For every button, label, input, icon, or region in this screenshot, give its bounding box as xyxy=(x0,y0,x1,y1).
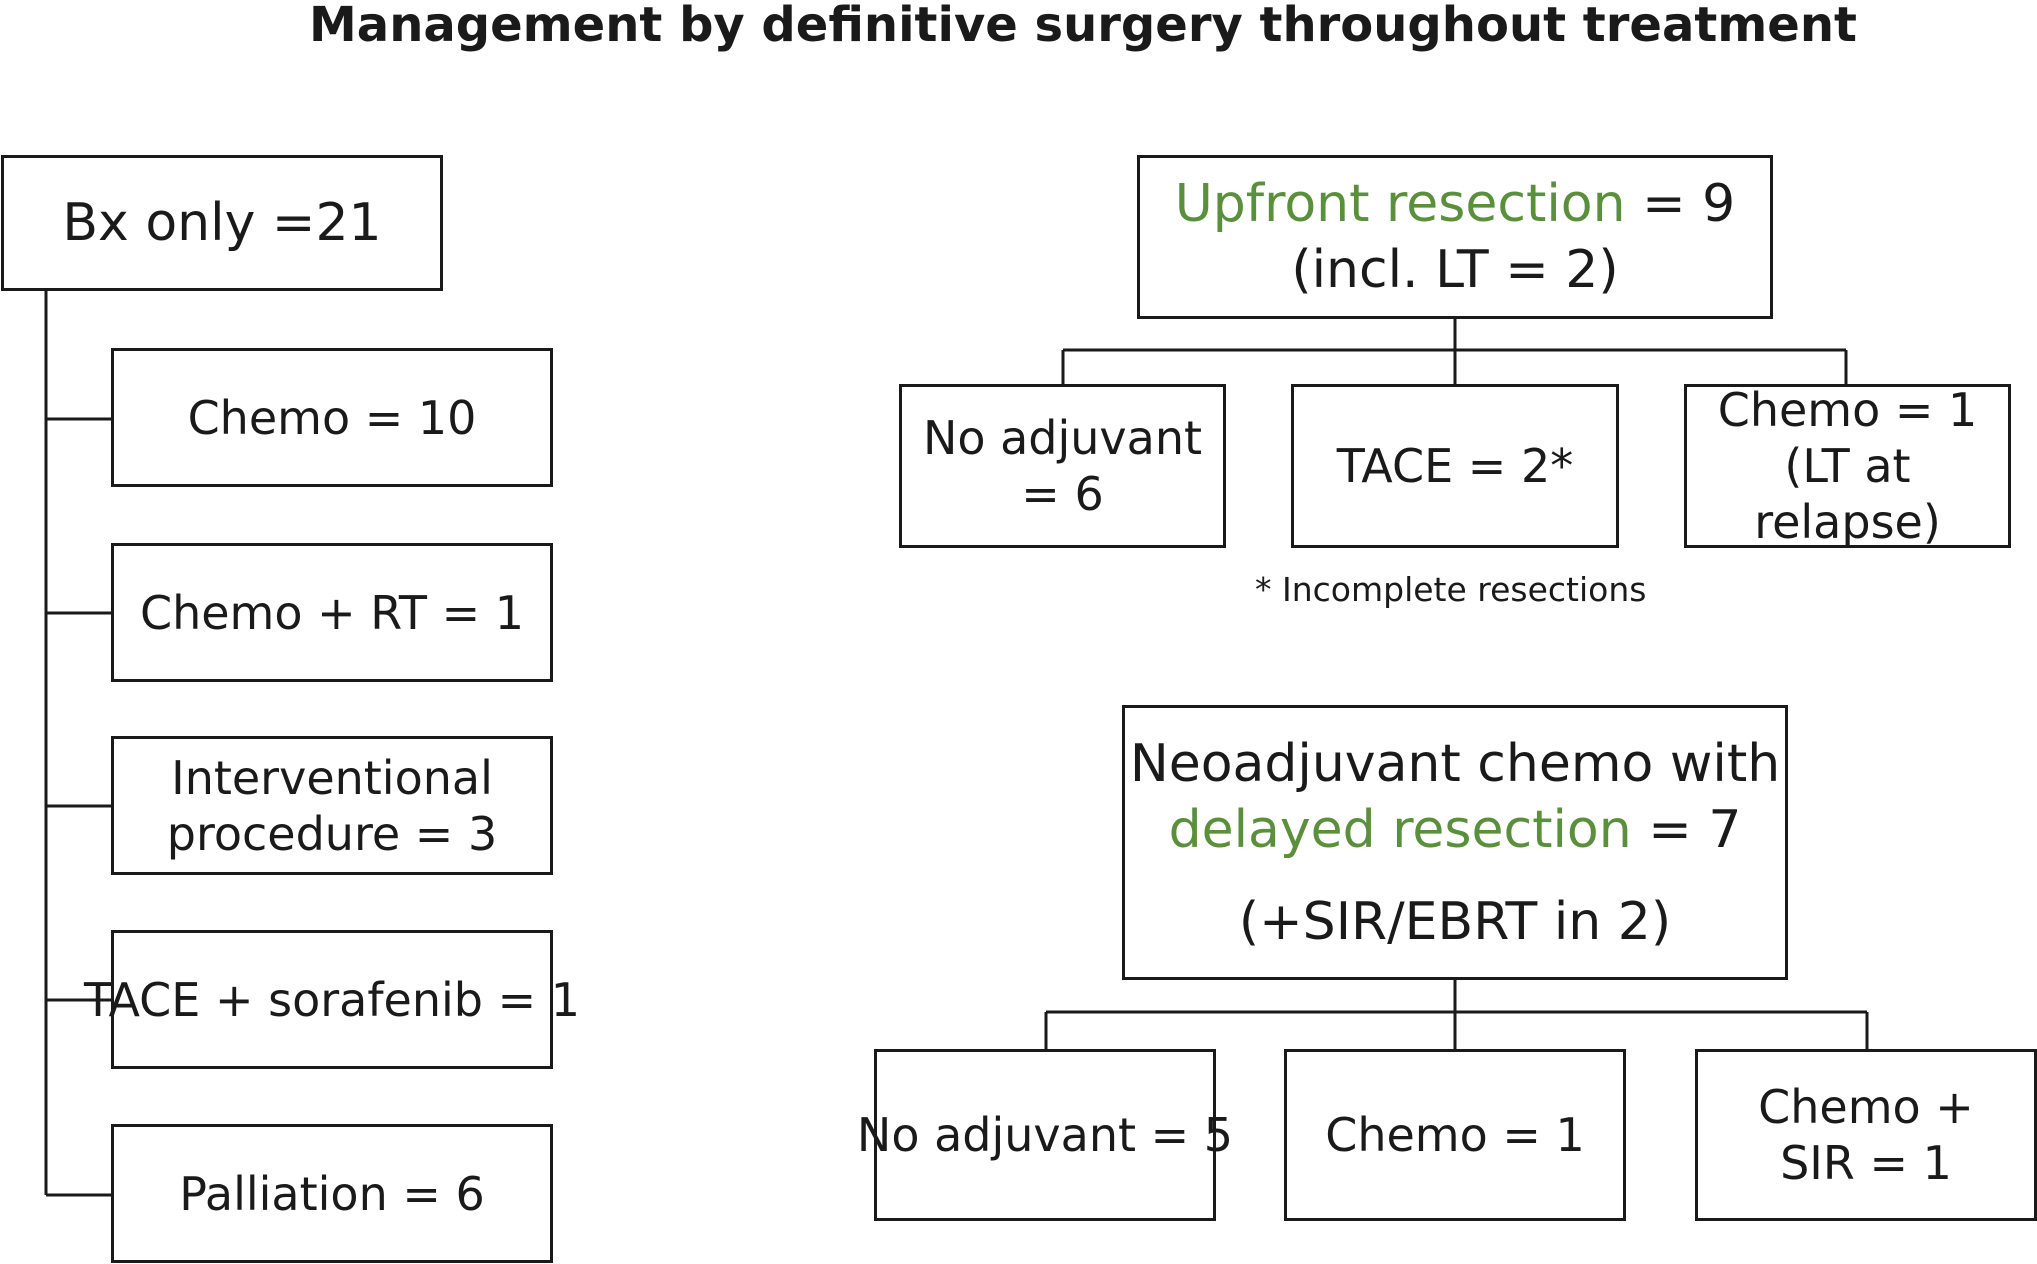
interventional-label: Interventional procedure = 3 xyxy=(166,750,498,861)
no-adjuvant-neo-box: No adjuvant = 5 xyxy=(857,1049,1233,1221)
palliation-label: Palliation = 6 xyxy=(179,1166,485,1221)
chemo-neo-label: Chemo = 1 xyxy=(1325,1108,1585,1162)
chemo-sir-label: Chemo + SIR = 1 xyxy=(1758,1080,1974,1190)
palliation-box: Palliation = 6 xyxy=(111,1124,553,1263)
delayed-resection-count: = 7 xyxy=(1631,799,1742,860)
tace-box: TACE = 2* xyxy=(1291,384,1619,548)
chemo-lt-relapse-label: Chemo = 1 (LT at relapse) xyxy=(1717,383,1978,549)
no-adjuvant-upfront-box: No adjuvant = 6 xyxy=(899,384,1226,548)
upfront-resection-green-text: Upfront resection xyxy=(1174,174,1626,234)
chemo-lt-relapse-box: Chemo = 1 (LT at relapse) xyxy=(1684,383,2011,549)
no-adjuvant-upfront-label: No adjuvant = 6 xyxy=(922,411,1203,521)
neoadjuvant-box: Neoadjuvant chemo with delayed resection… xyxy=(1122,705,1788,980)
upfront-resection-line1: Upfront resection = 9 xyxy=(1175,171,1736,237)
delayed-resection-green-text: delayed resection xyxy=(1168,799,1632,860)
tace-sorafenib-label: TACE + sorafenib = 1 xyxy=(83,972,581,1027)
incomplete-resections-footnote: * Incomplete resections xyxy=(1255,570,1647,609)
chemo-sir-box: Chemo + SIR = 1 xyxy=(1695,1049,2037,1221)
no-adjuvant-neo-label: No adjuvant = 5 xyxy=(856,1108,1234,1162)
chemo-box: Chemo = 10 xyxy=(111,348,553,487)
chemo-rt-label: Chemo + RT = 1 xyxy=(139,585,525,640)
neoadjuvant-line3: (+SIR/EBRT in 2) xyxy=(1238,891,1672,952)
upfront-resection-count: = 9 xyxy=(1625,174,1736,234)
tace-sorafenib-box: TACE + sorafenib = 1 xyxy=(84,930,580,1069)
neoadjuvant-line1: Neoadjuvant chemo with xyxy=(1129,733,1781,794)
chemo-label: Chemo = 10 xyxy=(187,390,477,445)
tace-label: TACE = 2* xyxy=(1336,439,1574,493)
interventional-box: Interventional procedure = 3 xyxy=(111,736,553,875)
bx-only-box: Bx only =21 xyxy=(1,155,443,291)
upfront-resection-line2: (incl. LT = 2) xyxy=(1291,240,1619,300)
chemo-rt-box: Chemo + RT = 1 xyxy=(111,543,553,682)
upfront-resection-box: Upfront resection = 9 (incl. LT = 2) xyxy=(1137,155,1773,319)
neoadjuvant-line2: delayed resection = 7 xyxy=(1169,797,1742,863)
bx-only-label: Bx only =21 xyxy=(62,193,382,253)
diagram-title: Management by definitive surgery through… xyxy=(309,0,1857,53)
chemo-neo-box: Chemo = 1 xyxy=(1284,1049,1626,1221)
